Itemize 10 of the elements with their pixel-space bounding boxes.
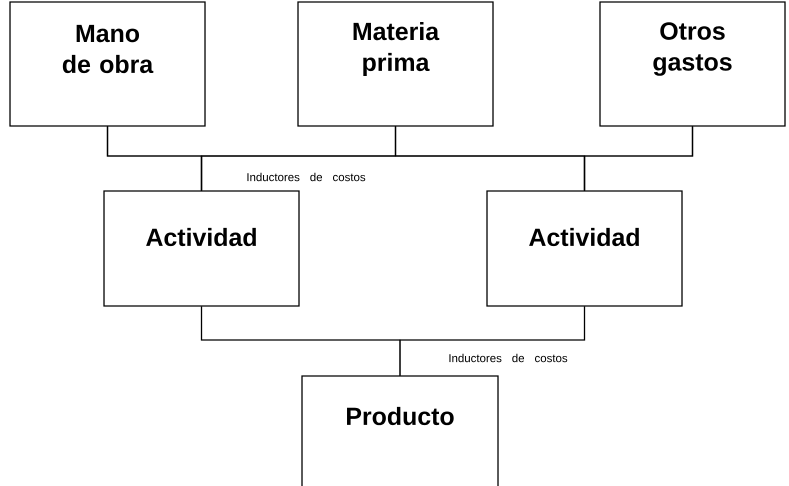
process-box: Mano de obra: [9, 1, 206, 127]
process-box: Materia prima: [297, 1, 494, 127]
process-box: Producto: [301, 375, 499, 486]
process-box: Actividad: [103, 190, 300, 307]
annotation-text: Inductores de costos: [449, 354, 568, 362]
connector-line: [399, 306, 586, 376]
process-box: Actividad: [486, 190, 683, 307]
connector-line: [584, 126, 694, 190]
process-box: Otros gastos: [599, 1, 786, 127]
annotation-text: Inductores de costos: [247, 172, 366, 182]
